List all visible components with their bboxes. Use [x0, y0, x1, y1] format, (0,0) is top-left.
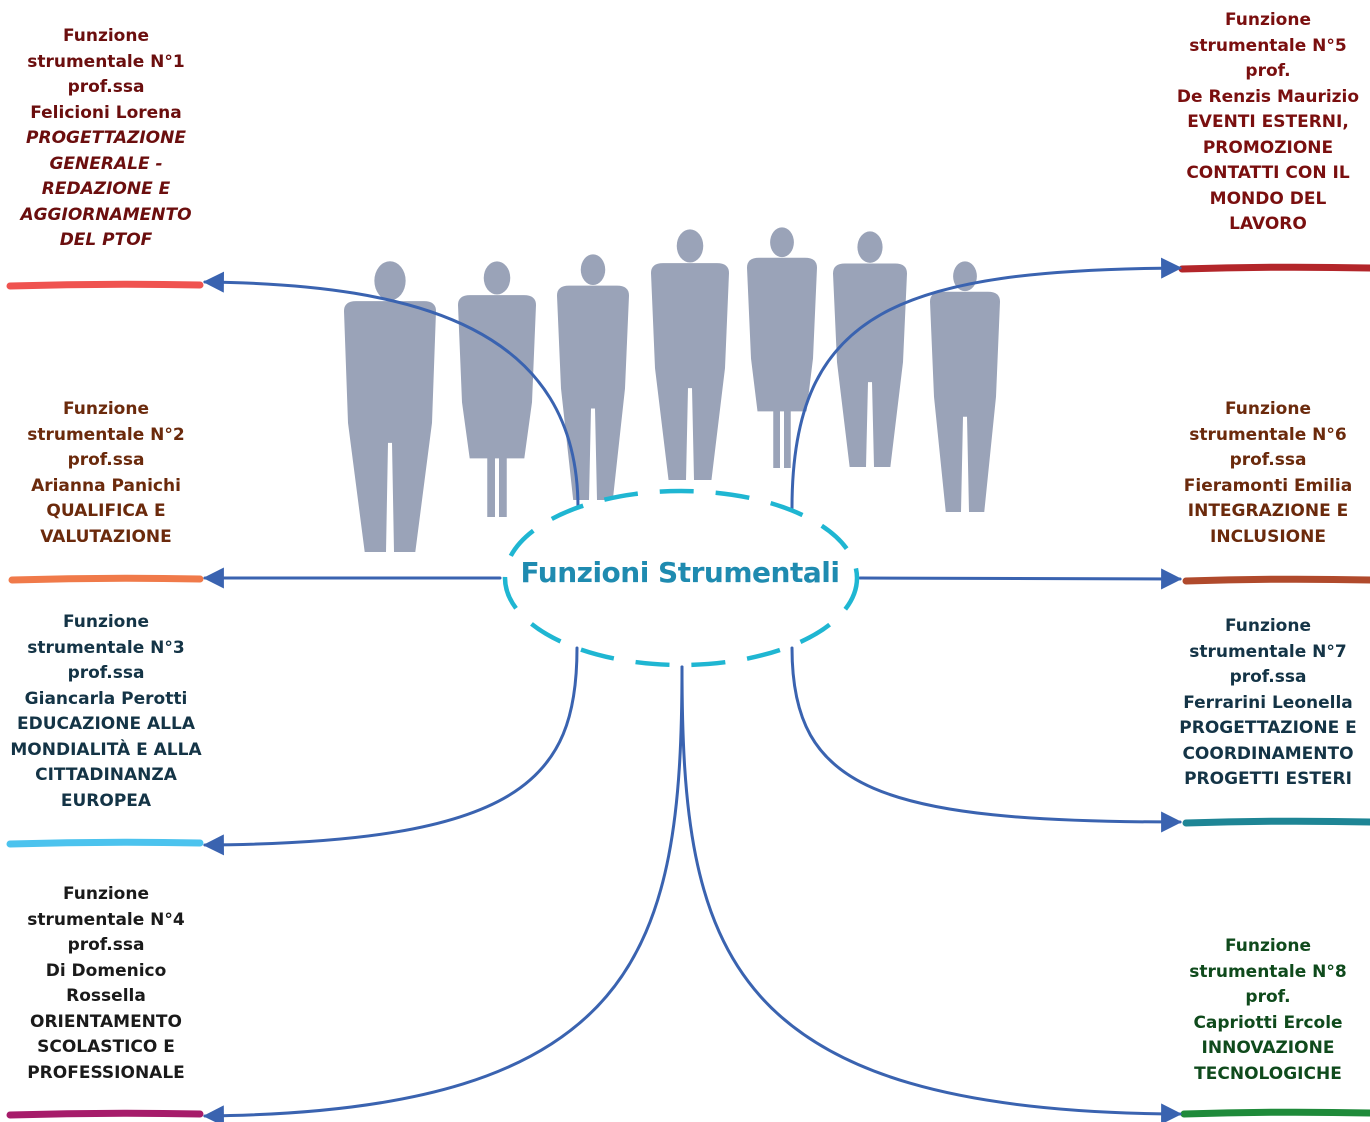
node-role: LAVORO: [1229, 214, 1307, 234]
node-role: PROMOZIONE: [1202, 137, 1334, 158]
node-role: PROGETTI ESTERI: [1184, 769, 1352, 789]
node-role: REDAZIONE E: [41, 179, 171, 199]
node-bar: [6, 838, 204, 848]
node-role: MONDO DEL: [1209, 188, 1327, 209]
node-role: COORDINAMENTO: [1182, 743, 1354, 764]
node-header: strumentale N°2: [27, 424, 185, 445]
node-person: Fieramonti Emilia: [1183, 475, 1353, 496]
node-header: Funzione: [1224, 616, 1311, 636]
node-role: MONDIALITÀ E ALLA: [10, 739, 202, 760]
person-silhouette: [557, 254, 629, 500]
person-silhouette: [344, 261, 436, 552]
node-funzione-4: Funzione strumentale N°4 prof.ssa Di Domeni…: [8, 882, 204, 1086]
node-bar: [8, 574, 204, 584]
node-role: GENERALE -: [49, 153, 163, 174]
node-role: CONTATTI CON IL: [1186, 163, 1350, 183]
person-silhouette: [458, 261, 536, 517]
node-title: prof.ssa: [1229, 450, 1307, 470]
node-role: CITTADINANZA: [35, 765, 177, 785]
node-bar: [1178, 263, 1370, 273]
node-header: Funzione: [62, 26, 149, 46]
node-header: strumentale N°6: [1189, 424, 1347, 445]
node-bar: [1182, 575, 1370, 585]
node-title: prof.: [1245, 987, 1291, 1007]
connector-arrow: [202, 665, 684, 1122]
connector-arrow: [858, 568, 1183, 590]
node-title: prof.: [1245, 61, 1291, 81]
node-role: TECNOLOGICHE: [1194, 1063, 1342, 1084]
node-person: Rossella: [66, 986, 146, 1006]
node-bar: [6, 280, 204, 290]
node-header: Funzione: [62, 884, 149, 904]
connector-arrow: [202, 646, 579, 856]
node-role: SCOLASTICO E: [37, 1037, 175, 1057]
node-role: EDUCAZIONE ALLA: [16, 714, 195, 734]
node-person: Ferrarini Leonella: [1183, 692, 1353, 713]
node-role: EUROPEA: [60, 790, 152, 811]
node-header: strumentale N°4: [27, 909, 185, 930]
node-role: PROFESSIONALE: [27, 1062, 185, 1083]
node-person: Di Domenico: [45, 960, 167, 981]
node-title: prof.ssa: [1229, 667, 1307, 687]
node-role: PROGETTAZIONE E: [1179, 718, 1357, 738]
node-role: INCLUSIONE: [1210, 526, 1326, 547]
node-header: Funzione: [62, 612, 149, 632]
person-silhouette: [651, 229, 729, 480]
node-funzione-8: Funzione strumentale N°8 prof. Capriotti Er…: [1170, 934, 1366, 1087]
node-funzione-5: Funzione strumentale N°5 prof. De Renzis Ma…: [1170, 8, 1366, 238]
center-ellipse: [502, 488, 860, 668]
person-silhouette: [930, 261, 1000, 512]
node-title: prof.ssa: [67, 77, 145, 97]
person-silhouette: [747, 227, 817, 468]
node-header: strumentale N°7: [1189, 641, 1347, 662]
node-title: prof.ssa: [67, 663, 145, 683]
node-role: PROGETTAZIONE: [26, 128, 186, 148]
node-role: DEL PTOF: [59, 230, 153, 250]
node-role: AGGIORNAMENTO: [20, 204, 192, 225]
node-person: De Renzis Maurizio: [1176, 86, 1360, 107]
connector-arrow: [202, 271, 580, 510]
node-person: Giancarla Perotti: [24, 688, 188, 709]
node-role: INNOVAZIONE: [1201, 1038, 1335, 1058]
node-header: strumentale N°5: [1189, 35, 1347, 56]
node-person: Felicioni Lorena: [30, 102, 182, 123]
node-header: strumentale N°1: [27, 51, 185, 72]
node-role: INTEGRAZIONE E: [1187, 501, 1349, 521]
node-role: EVENTI ESTERNI,: [1187, 112, 1349, 132]
node-header: Funzione: [1224, 936, 1311, 956]
person-silhouette: [833, 231, 907, 467]
node-person: Arianna Panichi: [31, 475, 181, 496]
node-bar: [6, 1109, 204, 1119]
connector-arrow: [680, 665, 1183, 1122]
node-header: Funzione: [1224, 399, 1311, 419]
node-bars: [6, 263, 1370, 1119]
node-header: Funzione: [62, 399, 149, 419]
node-header: Funzione: [1224, 10, 1311, 30]
connectors: [202, 257, 1183, 1122]
node-role: ORIENTAMENTO: [30, 1011, 182, 1032]
node-title: prof.ssa: [67, 935, 145, 955]
node-bar: [1182, 817, 1370, 827]
connector-arrow: [790, 646, 1183, 833]
node-bar: [1180, 1108, 1370, 1118]
node-role: QUALIFICA E: [46, 501, 166, 521]
node-role: VALUTAZIONE: [40, 526, 172, 547]
node-person: Capriotti Ercole: [1193, 1012, 1343, 1033]
node-header: strumentale N°8: [1189, 961, 1347, 982]
node-title: prof.ssa: [67, 450, 145, 470]
center-title: Funzioni Strumentali: [520, 556, 840, 589]
connector-arrow: [790, 257, 1183, 510]
node-header: strumentale N°3: [27, 637, 185, 658]
people-silhouettes: [344, 227, 1000, 552]
